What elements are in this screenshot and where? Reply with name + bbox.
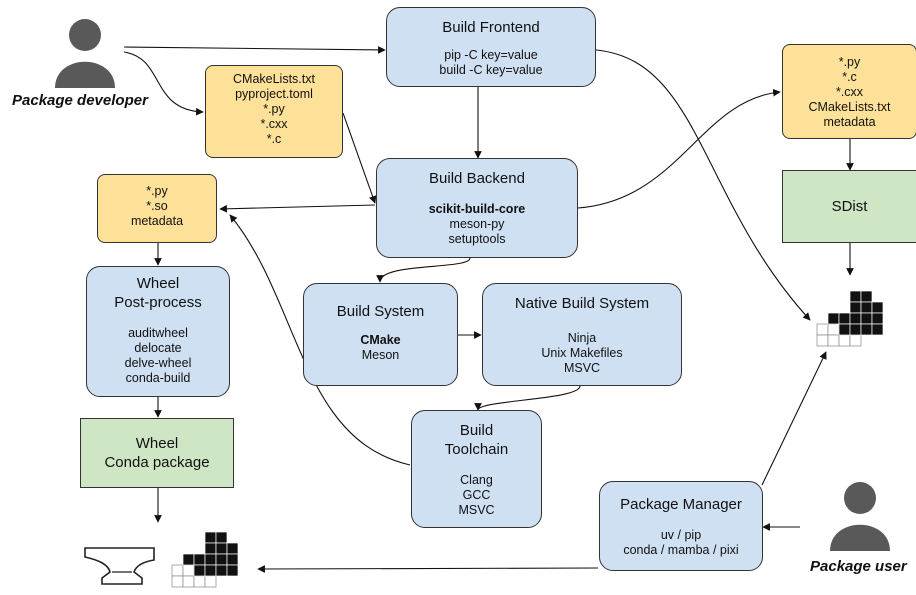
python-blocks-icon xyxy=(816,291,884,347)
arrow-manager-to-install xyxy=(257,565,599,573)
sdist-box: SDist xyxy=(782,170,916,243)
postprocess-tool: conda-build xyxy=(125,371,191,385)
source-file: *.c xyxy=(266,132,282,146)
native-build-system-title: Native Build System xyxy=(514,295,650,312)
native-build-line: Unix Makefiles xyxy=(541,346,623,360)
build-backend-title: Build Backend xyxy=(429,170,525,187)
postprocess-title: Post-process xyxy=(114,294,202,311)
sdist-file: metadata xyxy=(823,115,876,129)
wheel-conda-title: Conda package xyxy=(104,454,210,471)
toolchain-title: Toolchain xyxy=(444,441,509,458)
arrow-frontend-to-wheelpackage xyxy=(595,49,811,321)
sdist-file: *.py xyxy=(838,55,861,69)
arrow-sources-to-backend xyxy=(342,112,377,204)
wheel-file: *.so xyxy=(146,199,168,213)
sdist-title: SDist xyxy=(831,198,868,215)
frontend-line: pip -C key=value xyxy=(444,48,538,62)
build-toolchain-box: Build Toolchain Clang GCC MSVC xyxy=(411,410,542,528)
arrow-developer-to-frontend xyxy=(123,46,386,54)
wheel-file: *.py xyxy=(146,184,168,198)
toolchain-line: MSVC xyxy=(458,503,495,517)
package-manager-line: uv / pip xyxy=(660,528,702,542)
python-blocks-icon xyxy=(171,532,239,588)
toolchain-title: Build xyxy=(459,422,494,439)
arrow-native-to-toolchain xyxy=(474,385,581,411)
sdist-file: *.c xyxy=(842,70,857,84)
person-icon xyxy=(830,482,890,551)
postprocess-title: Wheel xyxy=(136,275,180,292)
frontend-line: build -C key=value xyxy=(439,63,543,77)
backend-line-highlight: scikit-build-core xyxy=(428,202,526,216)
wheel-postprocess-box: Wheel Post-process auditwheel delocate d… xyxy=(86,266,230,397)
arrow-backend-to-wheel-files xyxy=(219,204,376,213)
wheel-conda-box: Wheel Conda package xyxy=(80,418,234,488)
toolchain-line: GCC xyxy=(462,488,491,502)
wheel-files-box: *.py *.so metadata xyxy=(97,174,217,243)
native-build-system-box: Native Build System Ninja Unix Makefiles… xyxy=(482,283,682,386)
native-build-line: Ninja xyxy=(567,331,597,345)
build-frontend-title: Build Frontend xyxy=(442,19,540,36)
package-manager-box: Package Manager uv / pip conda / mamba /… xyxy=(599,481,763,571)
sdist-files-box: *.py *.c *.cxx CMakeLists.txt metadata xyxy=(782,44,916,139)
build-system-title: Build System xyxy=(336,303,425,320)
postprocess-tool: delocate xyxy=(134,341,182,355)
sdist-file: *.cxx xyxy=(835,85,864,99)
source-file: *.py xyxy=(263,102,285,116)
backend-line: setuptools xyxy=(448,232,506,246)
sdist-file: CMakeLists.txt xyxy=(808,100,891,114)
wheel-conda-title: Wheel xyxy=(135,435,179,452)
user-label: Package user xyxy=(810,558,907,575)
native-build-line: MSVC xyxy=(563,361,601,375)
source-file: pyproject.toml xyxy=(235,87,313,101)
source-files-box: CMakeLists.txt pyproject.toml *.py *.cxx… xyxy=(205,65,343,158)
postprocess-tool: delve-wheel xyxy=(124,356,192,370)
person-icon xyxy=(55,19,115,88)
arrow-manager-to-sdist-package xyxy=(761,351,827,486)
backend-line: meson-py xyxy=(449,217,505,231)
build-system-highlight: CMake xyxy=(360,333,401,347)
wheel-file: metadata xyxy=(130,214,184,228)
source-file: CMakeLists.txt xyxy=(233,72,315,86)
anvil-icon xyxy=(84,547,155,585)
source-file: *.cxx xyxy=(260,117,288,131)
package-manager-line: conda / mamba / pixi xyxy=(623,543,739,557)
build-system-line: Meson xyxy=(361,348,400,362)
developer-label: Package developer xyxy=(12,92,148,109)
build-frontend-box: Build Frontend pip -C key=value build -C… xyxy=(386,7,596,87)
postprocess-tool: auditwheel xyxy=(128,326,188,340)
arrow-developer-to-sources xyxy=(123,51,204,116)
arrow-backend-to-build-system xyxy=(376,257,471,283)
package-manager-title: Package Manager xyxy=(620,496,742,513)
arrow-backend-to-sdist-files xyxy=(577,88,781,209)
build-backend-box: Build Backend scikit-build-core meson-py… xyxy=(376,158,578,258)
build-system-box: Build System CMake Meson xyxy=(303,283,458,386)
toolchain-line: Clang xyxy=(460,473,493,487)
